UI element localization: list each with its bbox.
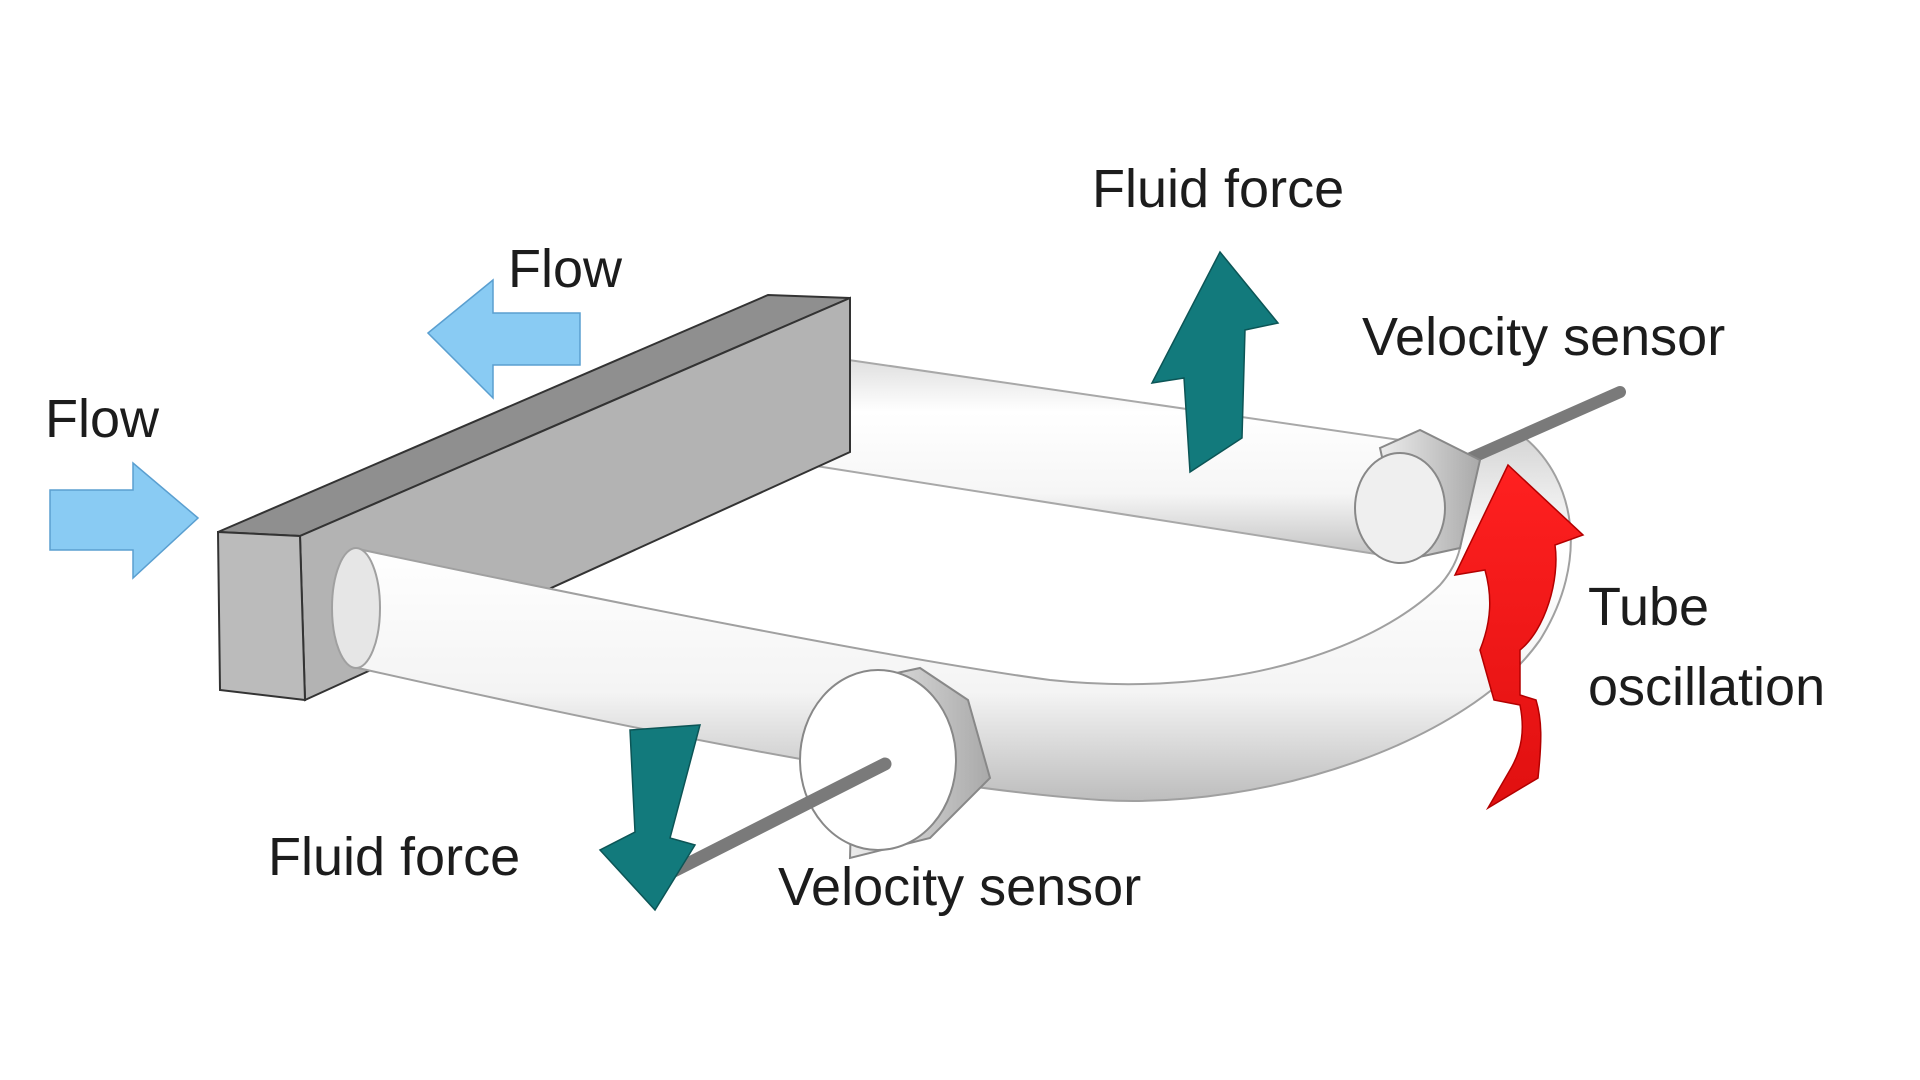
fluid-force-label-top: Fluid force [1092,159,1345,219]
flow-label-top: Flow [508,239,623,299]
flow-in-arrow-icon [49,461,200,580]
velocity-sensor-label-bottom: Velocity sensor [778,857,1142,917]
flow-out-arrow-icon [426,278,581,400]
flow-label-left: Flow [45,389,160,449]
tube-oscillation-label-line2: oscillation [1588,657,1826,717]
measuring-tube [331,436,1572,802]
velocity-sensor-right [1354,386,1626,564]
velocity-sensor-bottom [653,666,992,885]
fluid-force-down-arrow-icon [598,724,701,912]
tube-oscillation-label-line1: Tube [1588,577,1710,637]
tube-oscillation-arrow-icon [1453,463,1585,811]
fluid-force-label-bottom: Fluid force [268,827,521,887]
velocity-sensor-label-right: Velocity sensor [1362,307,1726,367]
fluid-force-up-arrow-icon [1150,250,1280,474]
